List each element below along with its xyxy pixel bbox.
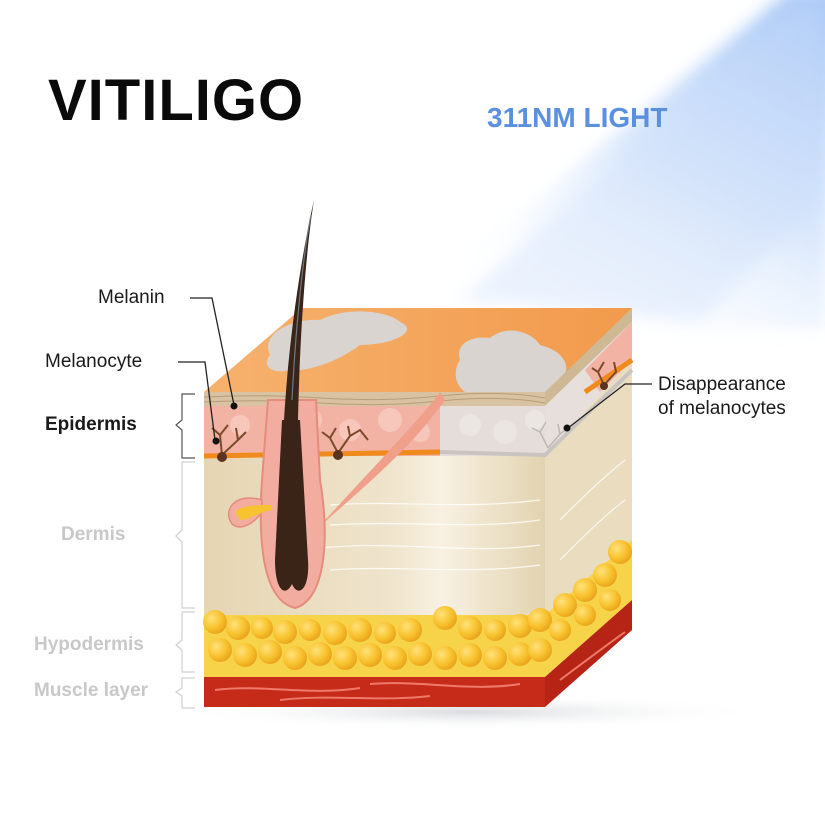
label-melanin: Melanin bbox=[98, 287, 165, 308]
label-melanocyte: Melanocyte bbox=[45, 351, 143, 372]
label-disappearance-line1: Disappearance bbox=[658, 374, 786, 395]
leader-lines bbox=[178, 297, 652, 441]
light-beam bbox=[380, 0, 825, 330]
page-title: VITILIGO bbox=[48, 68, 305, 133]
light-wavelength-label: 311NM LIGHT bbox=[487, 102, 668, 133]
label-muscle-layer: Muscle layer bbox=[34, 680, 149, 701]
label-dermis: Dermis bbox=[61, 524, 126, 545]
label-disappearance-line2: of melanocytes bbox=[658, 398, 786, 419]
label-epidermis: Epidermis bbox=[45, 414, 137, 435]
label-hypodermis: Hypodermis bbox=[34, 634, 144, 655]
